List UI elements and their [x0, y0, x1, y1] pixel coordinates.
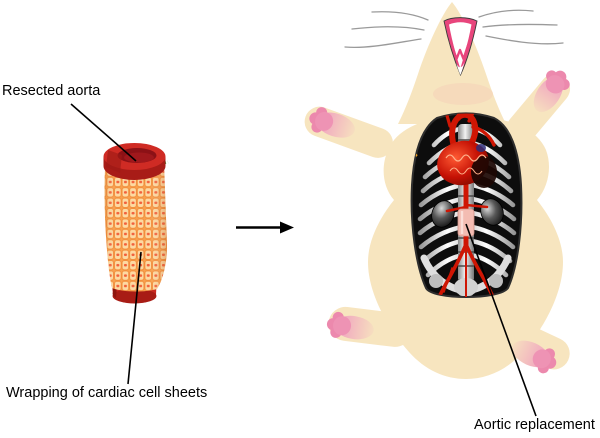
snout [443, 17, 478, 77]
chest-cavity [410, 112, 523, 298]
wrapping-label: Wrapping of cardiac cell sheets [6, 385, 208, 401]
whiskers [344, 9, 564, 49]
chin-shadow [433, 83, 493, 105]
right-arrow-icon [236, 221, 294, 234]
coronary-vessel [445, 154, 487, 162]
leader-resected-aorta [70, 103, 137, 162]
rat-illustration [304, 2, 575, 379]
aortic-replacement-graft [457, 208, 475, 237]
leader-wrapping [127, 251, 142, 385]
heart [437, 140, 497, 188]
aortic-replacement-label: Aortic replacement [474, 417, 595, 433]
incisors [449, 40, 471, 61]
leader-lines [70, 103, 537, 417]
cell-sheet-wrap [104, 160, 167, 292]
resected-aorta-label: Resected aorta [2, 83, 101, 99]
pulmonary-vessel [476, 144, 486, 152]
kidneys [431, 198, 504, 228]
leader-aortic-replacement [465, 223, 537, 417]
graft-construct-illustration [103, 143, 169, 304]
resected-aorta-rim [103, 143, 166, 180]
